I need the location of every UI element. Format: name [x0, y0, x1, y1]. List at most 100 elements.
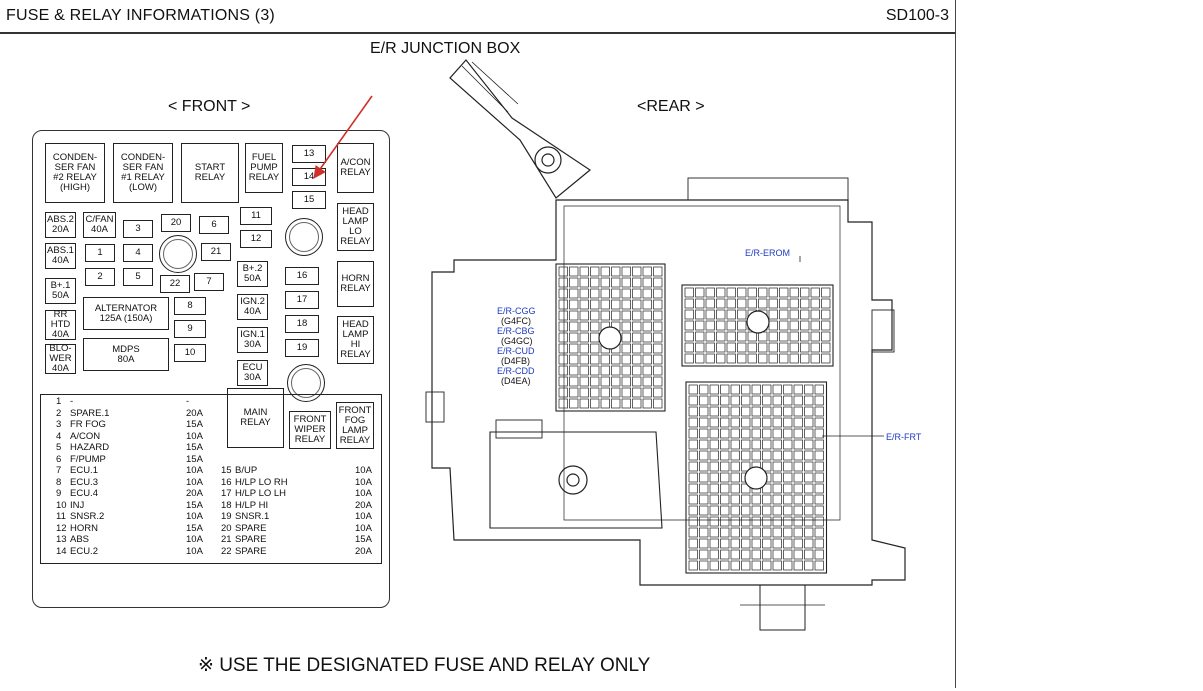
connector-cell: [720, 439, 730, 450]
connector-cell: [709, 549, 719, 560]
connector-cell: [751, 527, 761, 538]
connector-cell: [758, 287, 768, 298]
connector-cell: [699, 428, 709, 439]
fuse-legend-number: 9: [56, 488, 62, 499]
connector-cell: [621, 310, 631, 321]
fuse-legend-name: ECU.4: [70, 488, 98, 499]
connector-cell: [793, 461, 803, 472]
fuse-legend-number: 12: [56, 522, 67, 534]
connector-cell: [762, 439, 772, 450]
connector-cell: [779, 309, 789, 320]
relay-acon: A/CON RELAY: [337, 143, 374, 193]
fuse-slot-13: 13: [292, 145, 326, 163]
connector-cell: [751, 417, 761, 428]
connector-cell: [762, 428, 772, 439]
connector-cell: [621, 321, 631, 332]
fuse-slot-19: 19: [285, 339, 319, 357]
connector-cell: [821, 331, 831, 342]
connector-cell: [709, 472, 719, 483]
fuse-legend-amp: -: [186, 396, 190, 407]
connector-cell: [569, 266, 579, 277]
connector-cell: [621, 266, 631, 277]
connector-cell: [821, 320, 831, 331]
connector-cell: [758, 298, 768, 309]
connector-erom-block: [681, 284, 834, 367]
fuse-14-pointer-arrow: [313, 95, 373, 179]
connector-cell: [741, 494, 751, 505]
connector-cell: [688, 516, 698, 527]
connector-cell: [642, 310, 652, 321]
connector-cell: [632, 321, 642, 332]
connector-cell: [804, 516, 814, 527]
connector-cell: [716, 287, 726, 298]
fuse-slot-3: 3: [123, 220, 153, 238]
relay-fuel-pump: FUEL PUMP RELAY: [245, 143, 283, 193]
connector-cell: [783, 505, 793, 516]
connector-cell: [762, 384, 772, 395]
connector-cell: [821, 298, 831, 309]
connector-cell: [579, 266, 589, 277]
connector-cell: [726, 287, 736, 298]
connector-cell: [720, 417, 730, 428]
connector-cell: [569, 332, 579, 343]
connector-cell: [720, 428, 730, 439]
connector-cell: [699, 549, 709, 560]
connector-cell: [726, 298, 736, 309]
connector-cell: [751, 406, 761, 417]
fuse-legend-amp: 10A: [355, 522, 372, 534]
connector-cell: [695, 353, 705, 364]
fuse-slot-21: 21: [201, 243, 231, 261]
diagram-title: E/R JUNCTION BOX: [370, 40, 521, 57]
fuse-legend-number: 7: [56, 465, 62, 476]
connector-cell: [611, 354, 621, 365]
connector-cell: [726, 342, 736, 353]
connector-cell: [772, 406, 782, 417]
connector-cell: [720, 406, 730, 417]
connector-cell: [590, 288, 600, 299]
connector-cell: [642, 387, 652, 398]
fuse-slot-7: 7: [194, 273, 224, 291]
connector-cell: [737, 287, 747, 298]
connector-cell: [772, 538, 782, 549]
page-title: FUSE & RELAY INFORMATIONS (3): [6, 7, 275, 24]
connector-cell: [810, 331, 820, 342]
connector-cell: [747, 331, 757, 342]
connector-cell: [730, 461, 740, 472]
fuse-legend-name: SPARE.1: [70, 407, 110, 419]
connector-cell: [810, 353, 820, 364]
fuse-legend-name: A/CON: [70, 430, 101, 442]
connector-cell: [804, 428, 814, 439]
connector-cell: [653, 332, 663, 343]
connector-cdd-label: E/R-CDD: [497, 366, 535, 376]
connector-cell: [772, 395, 782, 406]
connector-cell: [699, 494, 709, 505]
fuse-legend-number: 14: [56, 545, 67, 557]
connector-cell: [783, 560, 793, 571]
relay-head-lamp-lo: HEAD LAMP LO RELAY: [337, 203, 374, 251]
connector-cell: [709, 538, 719, 549]
fuse-legend-amp: 15A: [186, 419, 203, 430]
connector-cell: [762, 538, 772, 549]
connector-cell: [720, 483, 730, 494]
connector-cell: [716, 331, 726, 342]
connector-cell: [600, 376, 610, 387]
connector-cell: [814, 527, 824, 538]
connector-cell: [762, 395, 772, 406]
connector-cell: [814, 406, 824, 417]
fuse-legend-name: F/PUMP: [70, 453, 106, 465]
connector-erom-label: E/R-EROM: [745, 248, 790, 258]
connector-cell: [741, 549, 751, 560]
connector-cell: [579, 321, 589, 332]
fuse-legend-number: 4: [56, 430, 62, 442]
connector-cell: [569, 343, 579, 354]
connector-cell: [579, 387, 589, 398]
fuse-legend-number: 18: [221, 499, 232, 511]
connector-cell: [569, 398, 579, 409]
connector-cell: [590, 277, 600, 288]
connector-cell: [772, 384, 782, 395]
connector-cell: [632, 332, 642, 343]
cover-bolt: [558, 465, 588, 495]
connector-cell: [611, 376, 621, 387]
connector-cell: [762, 527, 772, 538]
fuse-legend-name: -: [70, 396, 74, 407]
